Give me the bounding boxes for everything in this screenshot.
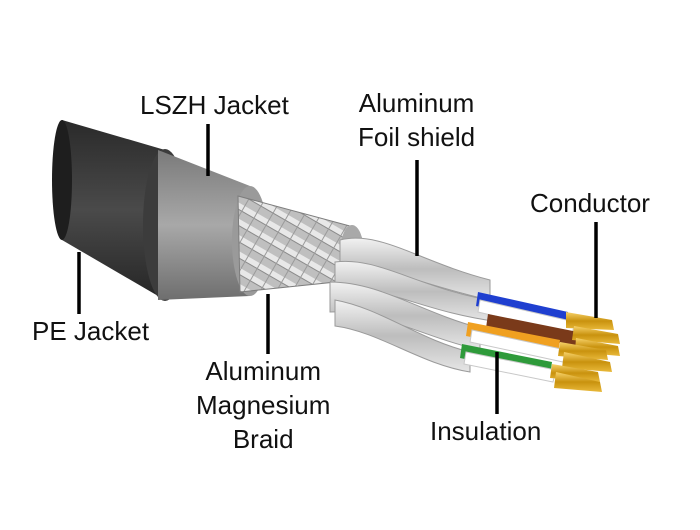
label-conductor: Conductor <box>530 188 650 218</box>
label-pe-jacket: PE Jacket <box>32 316 150 346</box>
label-braid-line-3: Braid <box>232 424 294 454</box>
conductor-shape <box>550 312 620 392</box>
label-braid-line-1: Aluminum <box>205 356 321 386</box>
label-foil-shield-line-2: Foil shield <box>358 122 476 152</box>
label-foil-shield: Aluminum Foil shield <box>358 86 475 154</box>
label-lszh-jacket: LSZH Jacket <box>140 90 289 120</box>
insulation-shape <box>460 292 578 383</box>
label-foil-shield-line-1: Aluminum <box>358 88 475 118</box>
label-braid-line-2: Magnesium <box>196 390 331 420</box>
label-braid: Aluminum Magnesium Braid <box>196 354 330 456</box>
label-insulation: Insulation <box>430 416 542 446</box>
foil-shield-shape <box>329 237 501 373</box>
